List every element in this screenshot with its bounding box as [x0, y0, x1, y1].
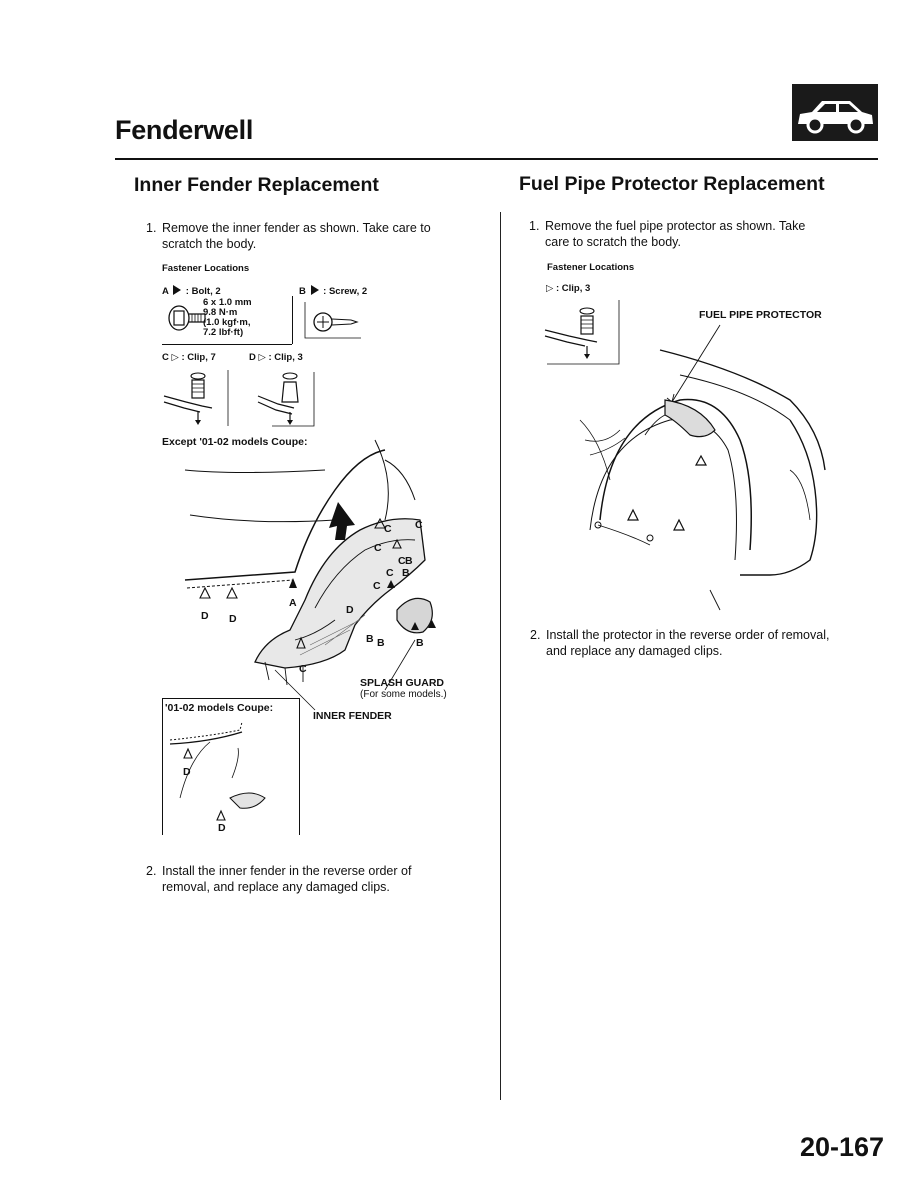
- fastener-d-text: : Clip, 3: [268, 352, 303, 363]
- inner-fender-label: INNER FENDER: [313, 710, 392, 722]
- fastener-heading: Fastener Locations: [162, 263, 250, 274]
- except-models-label: Except '01-02 models Coupe:: [162, 436, 308, 448]
- filled-arrow-icon: [173, 285, 182, 295]
- fastener-d-prefix: D: [249, 352, 256, 363]
- callout-b: B: [402, 567, 410, 579]
- callout-c: C: [398, 555, 406, 567]
- section-title: Fenderwell: [115, 115, 254, 145]
- torque-line-1: 6 x 1.0 mm: [203, 297, 252, 308]
- callout-c: C: [384, 523, 392, 535]
- hollow-arrow-icon: ▷: [171, 352, 179, 363]
- inner-fender-title: Inner Fender Replacement: [134, 174, 379, 196]
- fastener-clip-label: ▷ : Clip, 3: [546, 283, 590, 294]
- callout-c: C: [374, 542, 382, 554]
- coupe-inset-frame: [162, 698, 300, 835]
- fuel-pipe-step-1: 1. Remove the fuel pipe protector as sho…: [529, 218, 869, 252]
- step-text-line2: scratch the body.: [162, 237, 257, 251]
- fastener-c-prefix: C: [162, 352, 169, 363]
- step-text-line1: Install the inner fender in the reverse …: [162, 864, 412, 878]
- callout-d: D: [218, 822, 226, 834]
- fastener-divider: [292, 296, 293, 344]
- fastener-heading: Fastener Locations: [547, 262, 635, 273]
- step-number: 2.: [146, 864, 157, 878]
- step-number: 2.: [530, 628, 541, 642]
- fuel-pipe-diagram: [579, 324, 826, 611]
- fastener-b-label: B : Screw, 2: [299, 285, 367, 297]
- fastener-b-text: : Screw, 2: [323, 286, 368, 297]
- callout-c: C: [299, 663, 307, 675]
- fuel-pipe-protector-label: FUEL PIPE PROTECTOR: [699, 309, 822, 321]
- hollow-arrow-icon: ▷: [546, 283, 554, 294]
- step-number: 1.: [529, 219, 540, 233]
- hollow-arrow-icon: ▷: [258, 352, 266, 363]
- callout-c: C: [415, 519, 423, 531]
- callout-a: A: [289, 597, 297, 609]
- callout-d: D: [229, 613, 237, 625]
- coupe-inset-diagram: [169, 721, 266, 821]
- step-text-line2: and replace any damaged clips.: [546, 644, 723, 658]
- inner-fender-step-2: 2. Install the inner fender in the rever…: [146, 863, 486, 897]
- filled-arrow-icon: [310, 285, 319, 295]
- splash-guard-label: SPLASH GUARD: [360, 677, 445, 689]
- callout-d: D: [183, 766, 191, 778]
- clip-d-icon: [257, 372, 315, 427]
- coupe-label: '01-02 models Coupe:: [165, 702, 274, 714]
- callout-d: D: [346, 604, 354, 616]
- inner-fender-diagram: [184, 439, 436, 711]
- step-text-line2: care to scratch the body.: [545, 235, 681, 249]
- clip-icon: [544, 300, 620, 365]
- step-text-line1: Remove the inner fender as shown. Take c…: [162, 221, 431, 235]
- screw-icon: [304, 302, 361, 339]
- fuel-pipe-step-2: 2. Install the protector in the reverse …: [530, 627, 875, 661]
- callout-c: C: [373, 580, 381, 592]
- inner-fender-step-1: 1. Remove the inner fender as shown. Tak…: [146, 220, 486, 254]
- step-text-line1: Remove the fuel pipe protector as shown.…: [545, 219, 806, 233]
- torque-line-3: (1.0 kgf·m,: [203, 317, 251, 328]
- torque-line-4: 7.2 lbf·ft): [203, 327, 244, 338]
- fastener-a-prefix: A: [162, 286, 169, 297]
- splash-guard-note: (For some models.): [360, 689, 447, 700]
- callout-d: D: [201, 610, 209, 622]
- column-divider: [500, 212, 501, 1100]
- fastener-c-text: : Clip, 7: [181, 352, 216, 363]
- clip-c-icon: [163, 370, 229, 426]
- torque-spec: 6 x 1.0 mm 9.8 N·m (1.0 kgf·m, 7.2 lbf·f…: [203, 298, 252, 338]
- fastener-clip-text: : Clip, 3: [555, 283, 591, 294]
- fastener-d-label: D ▷ : Clip, 3: [249, 352, 303, 363]
- callout-c: C: [386, 567, 394, 579]
- torque-line-2: 9.8 N·m: [203, 307, 238, 318]
- callout-b: B: [377, 637, 385, 649]
- callout-b: B: [416, 637, 424, 649]
- fastener-a-label: A : Bolt, 2: [162, 285, 221, 297]
- car-icon: [792, 84, 878, 141]
- step-text-line2: removal, and replace any damaged clips.: [162, 880, 390, 894]
- bolt-icon: [168, 305, 206, 331]
- callout-b: B: [405, 555, 413, 567]
- fuel-pipe-title: Fuel Pipe Protector Replacement: [519, 173, 825, 195]
- callout-b: B: [366, 633, 374, 645]
- header-rule: [115, 158, 878, 160]
- fastener-a-text: : Bolt, 2: [185, 286, 221, 297]
- fastener-b-prefix: B: [299, 286, 306, 297]
- step-number: 1.: [146, 221, 157, 235]
- fastener-divider: [162, 344, 292, 345]
- step-text-line1: Install the protector in the reverse ord…: [546, 628, 830, 642]
- fastener-c-label: C ▷ : Clip, 7: [162, 352, 216, 363]
- page-number: 20-167: [800, 1132, 885, 1162]
